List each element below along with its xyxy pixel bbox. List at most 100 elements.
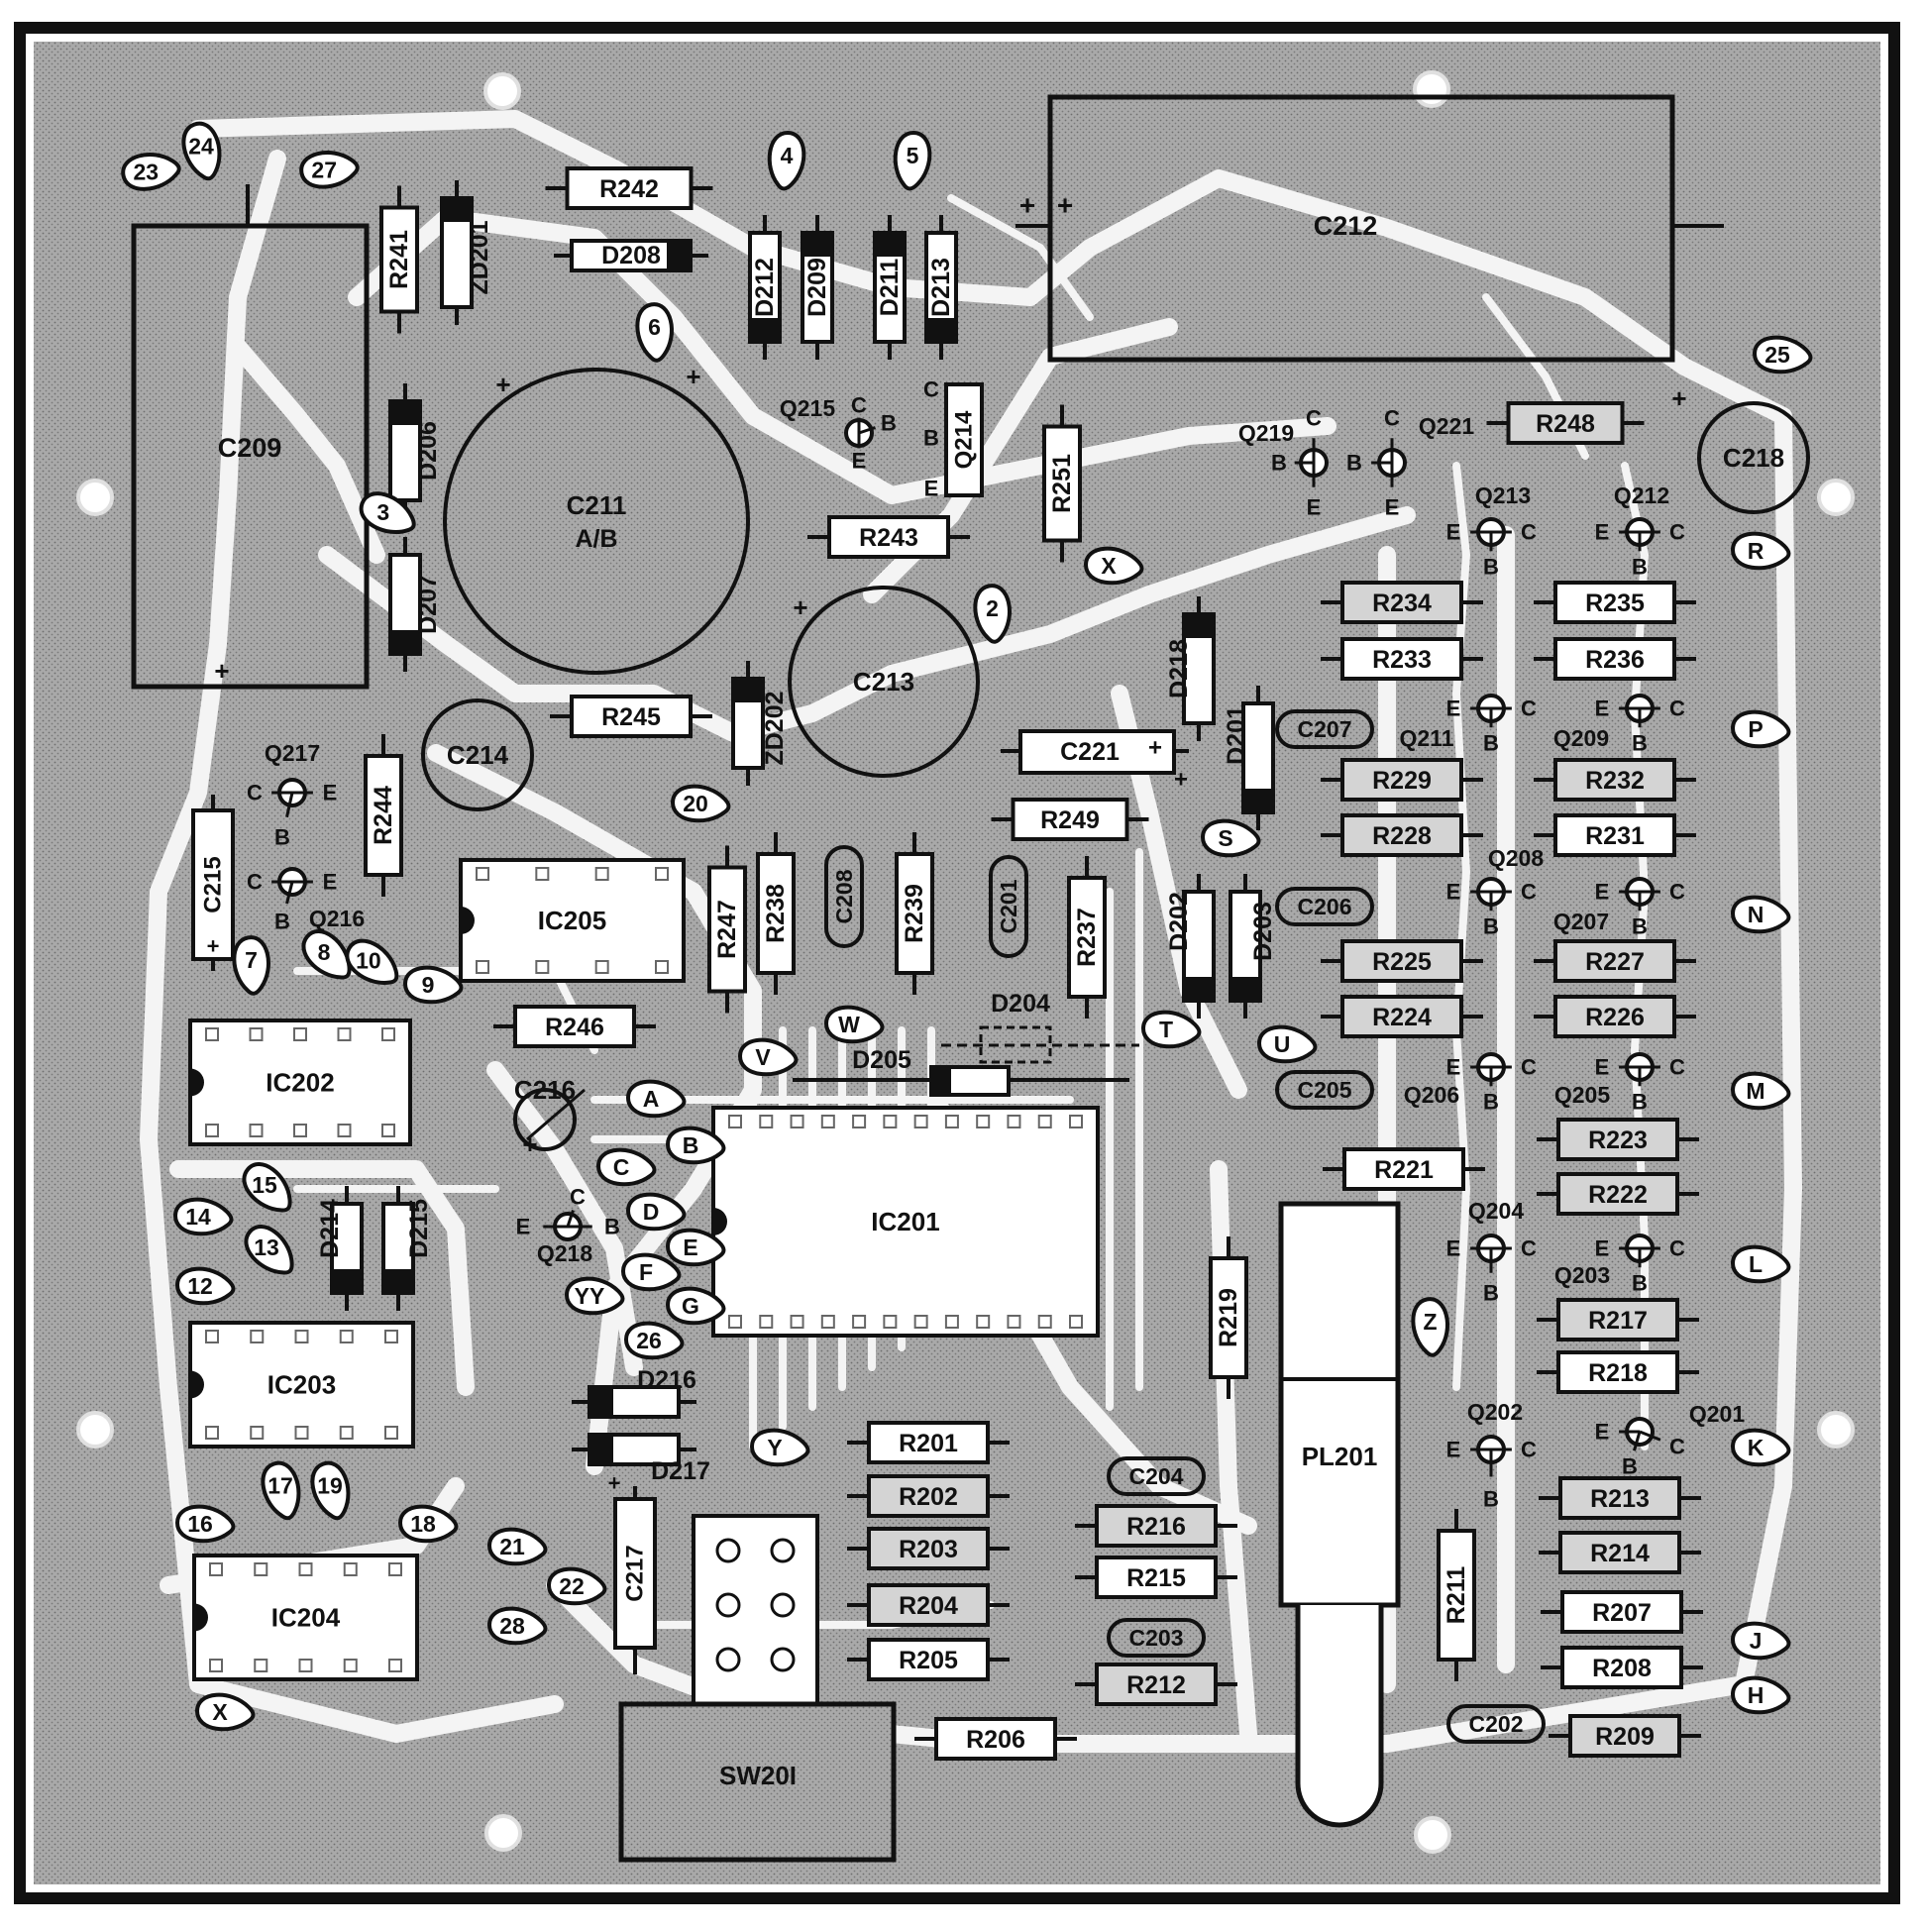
r237-component: R237 [1067, 856, 1107, 1019]
zd202-component: ZD202 [731, 661, 789, 786]
pl201-component: PL201 [1278, 1201, 1401, 1828]
r218-component: R218 [1537, 1350, 1699, 1394]
terminal-24-1: 24 [181, 121, 222, 181]
q206-pin-b: B [1483, 1090, 1499, 1115]
terminal-y-39: Y [749, 1428, 810, 1467]
q204-pin-c: C [1521, 1236, 1537, 1261]
q208-pin-e: E [1446, 880, 1461, 905]
terminal-label-p: P [1748, 716, 1763, 742]
q206-pin-c: C [1521, 1055, 1537, 1080]
r238-label: R238 [762, 884, 790, 943]
r213-component: R213 [1539, 1476, 1701, 1520]
component-outlines: C209+C212++C211++A/BC213+C214C218+C216+C… [131, 94, 1810, 1863]
q209-pin-c: C [1669, 697, 1685, 721]
d217-component: D217 [572, 1433, 710, 1485]
q208-pin-b: B [1483, 914, 1499, 939]
terminal-label-26: 26 [636, 1328, 662, 1353]
d213-label: D213 [927, 258, 955, 317]
c214-component: C214 [421, 698, 534, 811]
terminal-label-3: 3 [376, 499, 389, 525]
r228-label: R228 [1372, 822, 1432, 850]
r202-component: R202 [847, 1474, 1010, 1518]
q211-label: Q211 [1400, 725, 1454, 751]
terminal-label-22: 22 [559, 1573, 585, 1599]
d209-label: D209 [803, 258, 831, 317]
terminal-e-28: E [665, 1228, 726, 1267]
q204-pin-e: E [1446, 1236, 1461, 1261]
d214-label: D214 [316, 1199, 344, 1258]
c213-label: C213 [853, 667, 914, 697]
q215-pin-e: E [852, 449, 867, 474]
terminal-x-50: X [194, 1692, 256, 1732]
q209-pin-b: B [1632, 731, 1648, 756]
q202-label: Q202 [1467, 1399, 1523, 1425]
pl201-label: PL201 [1302, 1442, 1378, 1471]
terminal-label-yy: YY [575, 1283, 605, 1309]
c206-label: C206 [1298, 894, 1352, 919]
q207-pin-e: E [1595, 880, 1610, 905]
ic205-label: IC205 [538, 906, 606, 935]
q202-pin-c: C [1521, 1438, 1537, 1462]
terminal-label-k: K [1748, 1435, 1764, 1460]
terminal-19-42: 19 [310, 1460, 351, 1521]
zd201-label: ZD201 [466, 220, 493, 294]
q206-pin-e: E [1446, 1055, 1461, 1080]
r236-label: R236 [1585, 646, 1645, 674]
terminal-label-21: 21 [499, 1534, 525, 1559]
q219-pin-c: C [1306, 406, 1322, 431]
terminal-label-28: 28 [499, 1613, 525, 1639]
c212-label: C212 [1314, 211, 1378, 241]
terminal-w-18: W [823, 1005, 885, 1044]
terminal-label-6: 6 [648, 314, 661, 340]
q215-pin-b: B [881, 411, 897, 436]
r246-label: R246 [545, 1014, 604, 1041]
r249-label: R249 [1040, 806, 1100, 834]
d201-component: D201 [1223, 686, 1275, 830]
r214-label: R214 [1590, 1540, 1650, 1567]
terminal-label-n: N [1748, 902, 1764, 927]
r242-component: R242 [545, 166, 713, 210]
terminal-label-w: W [838, 1012, 860, 1037]
terminal-k-40: K [1730, 1428, 1791, 1467]
r203-label: R203 [899, 1536, 958, 1563]
c209-component: C209+ [131, 184, 370, 690]
terminal-u-16: U [1256, 1024, 1318, 1064]
terminal-m-17: M [1730, 1071, 1791, 1111]
terminal-label-r: R [1748, 538, 1764, 564]
c207-label: C207 [1298, 716, 1352, 742]
terminal-label-v: V [755, 1044, 771, 1070]
c202-label: C202 [1469, 1711, 1524, 1737]
r217-component: R217 [1537, 1298, 1699, 1342]
q212-pin-e: E [1595, 520, 1610, 545]
terminal-label-x: X [212, 1699, 228, 1725]
terminal-f-29: F [620, 1252, 682, 1292]
c202-component: C202 [1446, 1704, 1546, 1744]
terminal-18-43: 18 [397, 1504, 459, 1544]
c212-plus-a: + [1019, 190, 1035, 221]
d211-component: D211 [873, 215, 907, 360]
c211-component: C211++A/B [443, 362, 750, 675]
terminal-label-d: D [643, 1199, 660, 1225]
c213-plus-0: + [793, 592, 807, 622]
c203-component: C203 [1107, 1618, 1206, 1658]
r234-component: R234 [1321, 581, 1483, 624]
terminal-label-18: 18 [410, 1511, 436, 1537]
r215-label: R215 [1126, 1564, 1186, 1592]
d218-component: D218 [1165, 596, 1216, 741]
q218-pin-b: B [604, 1215, 620, 1239]
q219-label: Q219 [1238, 420, 1294, 446]
q203-pin-c: C [1669, 1236, 1685, 1261]
d212-label: D212 [751, 258, 779, 317]
terminal-z-37: Z [1411, 1297, 1449, 1357]
r227-component: R227 [1534, 939, 1696, 983]
terminal-j-48: J [1730, 1621, 1791, 1661]
terminal-a-24: A [625, 1079, 687, 1119]
terminal-g-30: G [665, 1286, 726, 1326]
terminal-label-17: 17 [267, 1473, 293, 1499]
r242-label: R242 [599, 175, 659, 203]
